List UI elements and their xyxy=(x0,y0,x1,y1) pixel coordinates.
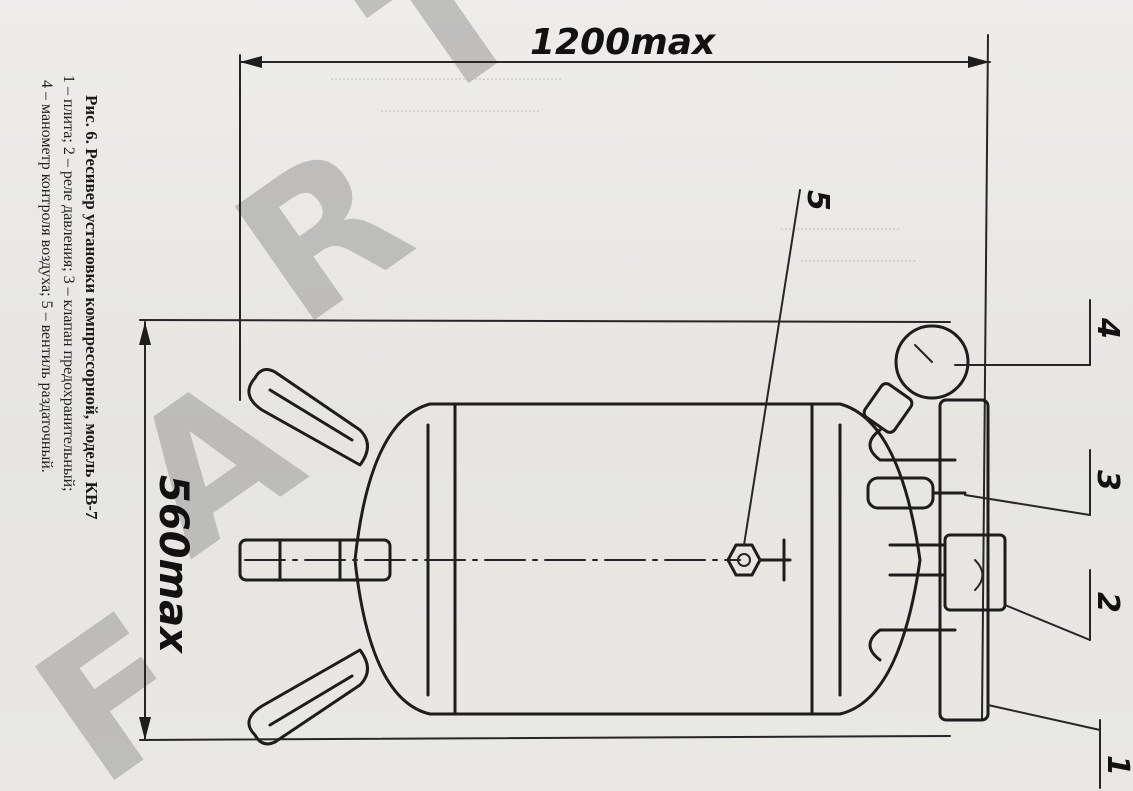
safety-valve xyxy=(866,476,967,510)
mounting-feet xyxy=(238,368,392,746)
pressure-relay xyxy=(888,533,1007,612)
watermark-letter-r: R xyxy=(199,102,446,367)
callouts: 5 4 3 2 1 xyxy=(743,189,1133,789)
base-plate xyxy=(938,398,990,722)
side-fittings xyxy=(868,428,957,662)
bleed-through-text: ........................................… xyxy=(330,67,916,266)
callout-1: 1 xyxy=(1100,755,1133,776)
width-dimension: 560max xyxy=(139,319,951,741)
dispensing-valve xyxy=(726,538,792,582)
callout-4: 4 xyxy=(1090,317,1125,339)
caption-title: Рис. 6. Ресивер установки компрессорной,… xyxy=(82,95,101,520)
caption-line-2: 4 – манометр контроля воздуха; 5 – венти… xyxy=(38,80,55,473)
svg-text:..............................: ........................................… xyxy=(330,67,562,84)
svg-text:..............................: .............................. xyxy=(780,217,900,234)
length-dimension-label: 1200max xyxy=(530,22,717,63)
svg-text:.............................: ............................. xyxy=(800,249,916,266)
receiver-vessel xyxy=(244,402,922,716)
watermark-letter-a: A xyxy=(89,331,336,596)
watermark-letter-f: F xyxy=(0,571,232,791)
caption-line-1: 1 – плита; 2 – реле давления; 3 – клапан… xyxy=(60,75,77,492)
figure-caption: Рис. 6. Ресивер установки компрессорной,… xyxy=(38,75,101,520)
callout-3: 3 xyxy=(1090,470,1125,491)
svg-text:..............................: ........................................ xyxy=(380,99,540,116)
width-dimension-label: 560max xyxy=(150,475,196,654)
pressure-gauge xyxy=(862,324,970,434)
callout-2: 2 xyxy=(1090,592,1125,613)
callout-5: 5 xyxy=(800,190,835,211)
length-dimension: 1200max xyxy=(239,22,991,721)
